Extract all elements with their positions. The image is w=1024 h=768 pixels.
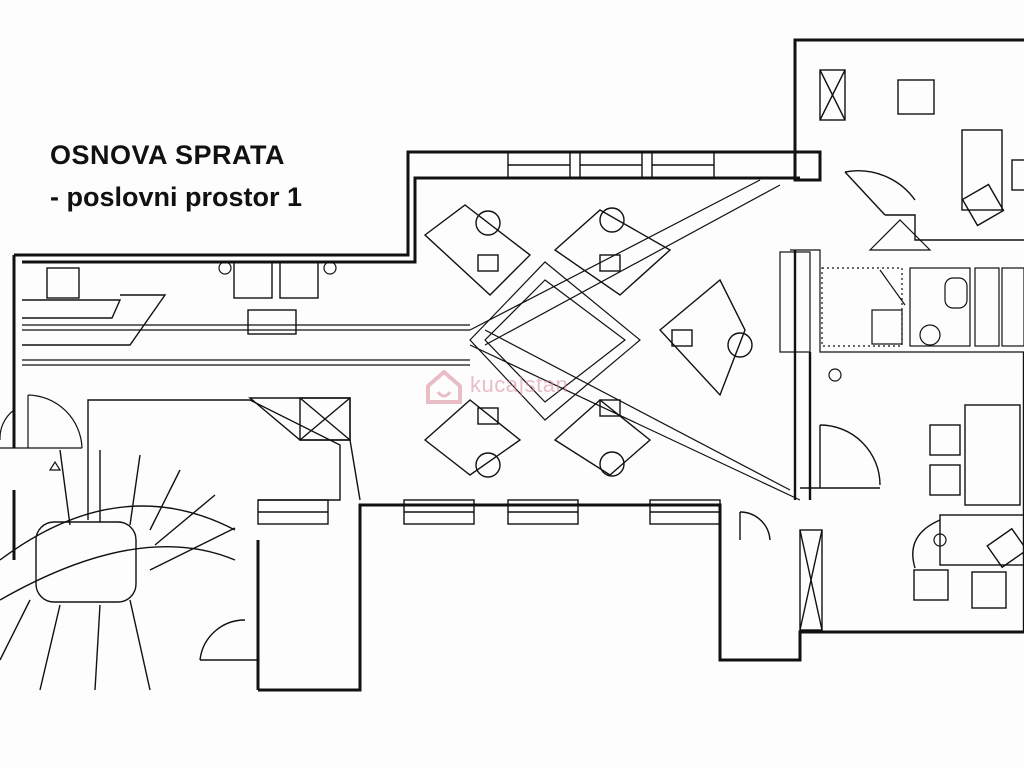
office-bottom-right bbox=[739, 404, 1024, 631]
reception-desk bbox=[22, 261, 319, 346]
interior-walls-right bbox=[793, 250, 1024, 632]
staircase bbox=[0, 399, 341, 691]
plan-title: OSNOVA SPRATA bbox=[50, 140, 286, 170]
plan-subtitle: - poslovni prostor 1 bbox=[50, 182, 303, 212]
diagonal-beams bbox=[469, 179, 801, 501]
outlet-symbols bbox=[48, 261, 947, 547]
windows-bottom bbox=[257, 499, 721, 525]
windows-top bbox=[507, 151, 715, 179]
corridor bbox=[22, 324, 470, 366]
workstations bbox=[423, 204, 753, 478]
entrance-door bbox=[0, 394, 83, 449]
office-top-right bbox=[819, 69, 1024, 241]
shaft bbox=[248, 397, 361, 501]
